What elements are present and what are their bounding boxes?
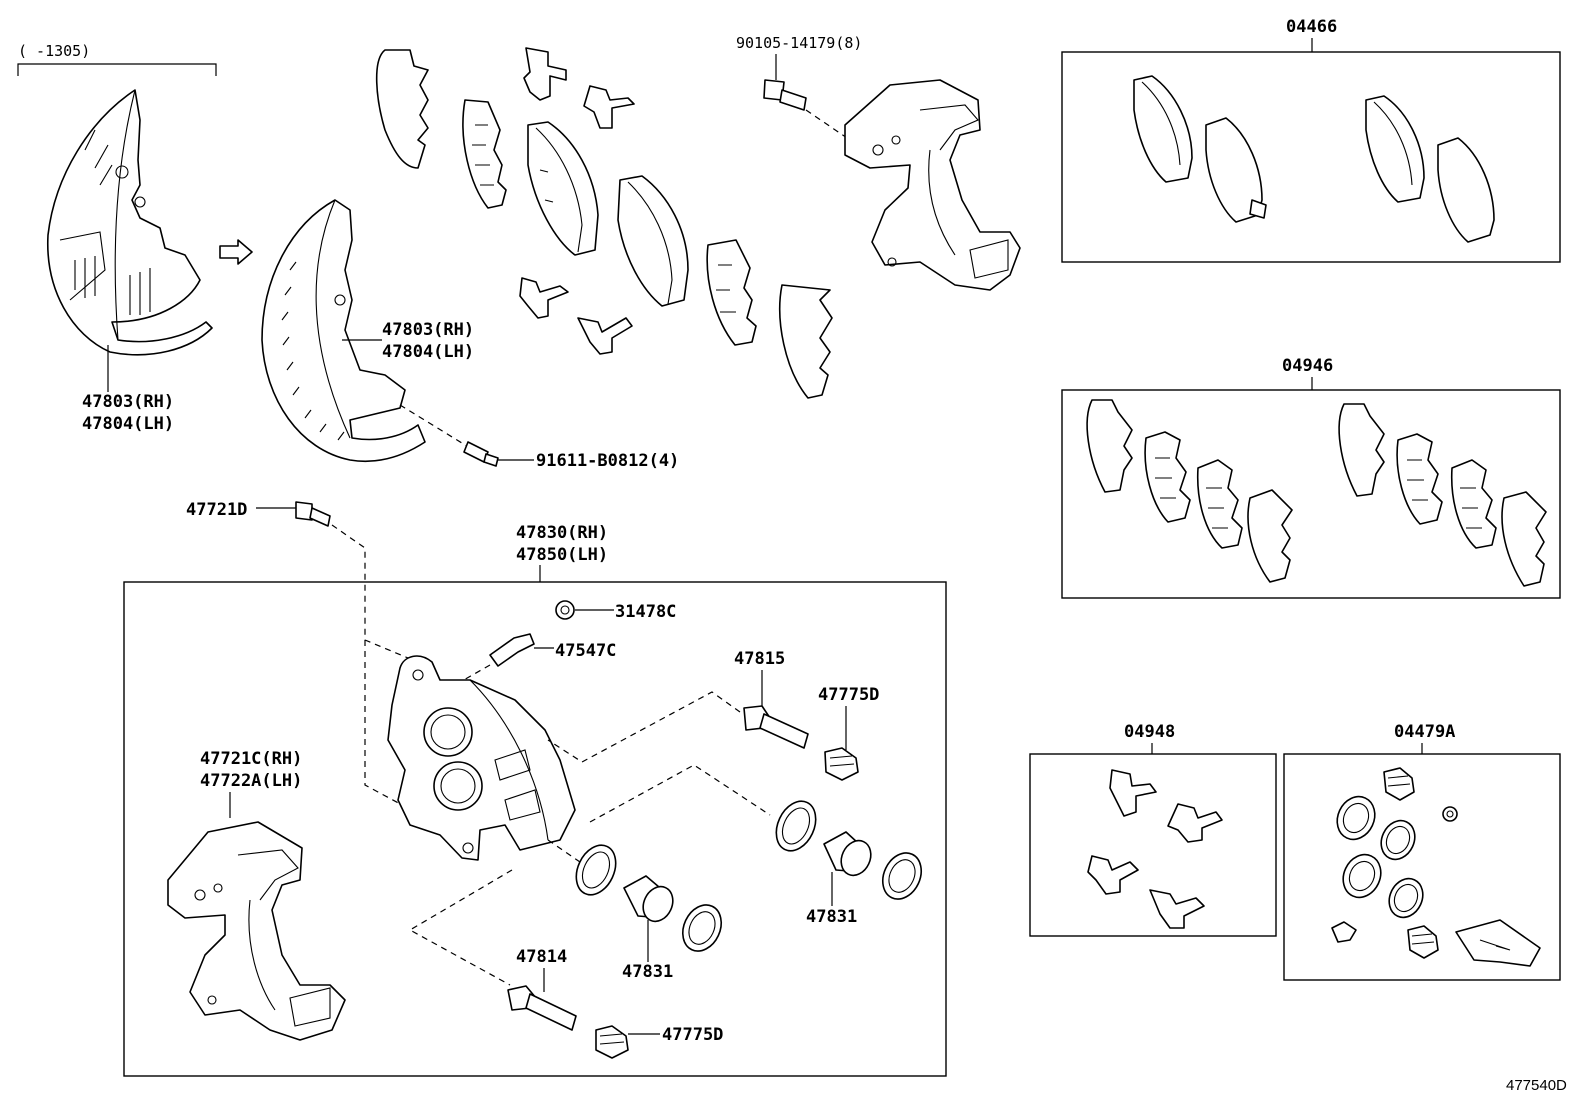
slide-pin-upper[interactable]: [743, 705, 809, 749]
bleeder-cap[interactable]: [555, 600, 575, 620]
caliper-assembly-box: [123, 581, 947, 1077]
cylinder-kit-seal-3[interactable]: [1336, 848, 1387, 903]
fitting-kit-clip-1[interactable]: [1109, 769, 1157, 817]
label-piston-upper: 47831: [806, 907, 857, 927]
shim-kit-shim-6[interactable]: [1396, 433, 1443, 525]
label-shield-bolt: 91611-B0812(4): [536, 451, 679, 471]
shield-bolt[interactable]: [463, 441, 499, 467]
label-mount-bolt: 90105-14179(8): [736, 34, 862, 52]
label-fitting-kit: 04948: [1124, 722, 1175, 742]
caliper-mounting-top[interactable]: [844, 79, 1021, 291]
dust-shield-new[interactable]: [261, 199, 426, 463]
anti-squeal-shim-outer-2[interactable]: [779, 284, 833, 399]
shim-kit-shim-2[interactable]: [1144, 431, 1191, 523]
shim-kit-shim-5[interactable]: [1338, 403, 1385, 497]
piston-boot-upper[interactable]: [876, 847, 929, 906]
date-range-label: ( -1305): [18, 42, 90, 60]
diagram-code: 477540D: [1506, 1077, 1567, 1094]
pad-support-plate-1[interactable]: [523, 47, 567, 101]
cylinder-kit-boot-2[interactable]: [1407, 925, 1439, 959]
brake-pad-outer[interactable]: [527, 121, 599, 256]
shim-kit-shim-4[interactable]: [1247, 489, 1293, 583]
piston-lower[interactable]: [623, 875, 678, 926]
date-range-bracket: [17, 63, 217, 76]
dust-shield-old[interactable]: [47, 89, 213, 356]
piston-upper[interactable]: [823, 831, 876, 880]
label-shield-new-lh: 47804(LH): [382, 342, 474, 362]
cylinder-kit-seal-4[interactable]: [1383, 873, 1429, 923]
cylinder-kit-grease-packet[interactable]: [1455, 919, 1541, 967]
label-slide-pin-upper: 47815: [734, 649, 785, 669]
label-piston-lower: 47831: [622, 962, 673, 982]
label-cylinder-kit: 04479A: [1394, 722, 1455, 742]
label-bleeder-cap: 31478C: [615, 602, 676, 622]
label-slide-pin-lower: 47814: [516, 947, 567, 967]
label-caliper-assy-rh: 47830(RH): [516, 523, 608, 543]
piston-boot-lower[interactable]: [676, 899, 729, 958]
label-bleeder-plug: 47547C: [555, 641, 616, 661]
label-boot-lower: 47775D: [662, 1025, 723, 1045]
boot-lower[interactable]: [595, 1025, 629, 1059]
mount-bolt[interactable]: [763, 79, 807, 111]
cylinder-kit-seal-1[interactable]: [1330, 790, 1381, 845]
pad-kit-box: [1061, 51, 1561, 263]
pad-kit-pad-2[interactable]: [1205, 117, 1267, 223]
brake-pad-inner[interactable]: [617, 175, 689, 307]
pad-kit-pad-3[interactable]: [1365, 95, 1425, 203]
label-shield-new-rh: 47803(RH): [382, 320, 474, 340]
cylinder-kit-box: [1283, 753, 1561, 981]
anti-squeal-shim-inner-2[interactable]: [706, 239, 757, 346]
slide-pin-lower[interactable]: [507, 985, 577, 1031]
pad-support-plate-3[interactable]: [519, 277, 569, 319]
piston-seal-lower[interactable]: [569, 839, 624, 901]
label-shield-old-rh: 47803(RH): [82, 392, 174, 412]
pad-support-plate-2[interactable]: [583, 85, 635, 129]
shim-kit-shim-7[interactable]: [1450, 459, 1497, 549]
label-shim-kit: 04946: [1282, 356, 1333, 376]
shim-kit-box: [1061, 389, 1561, 599]
pad-support-plate-4[interactable]: [577, 317, 633, 355]
label-bleeder-plug-cap: 47721D: [186, 500, 247, 520]
label-caliper-assy-lh: 47850(LH): [516, 545, 608, 565]
shim-kit-shim-3[interactable]: [1196, 459, 1243, 549]
bleeder-plug-cap[interactable]: [295, 501, 331, 527]
fitting-kit-clip-2[interactable]: [1167, 803, 1223, 843]
shim-kit-shim-1[interactable]: [1086, 399, 1133, 493]
cylinder-kit-cap[interactable]: [1442, 806, 1458, 822]
fitting-kit-clip-3[interactable]: [1087, 855, 1139, 895]
caliper-mounting-lower[interactable]: [167, 821, 346, 1041]
anti-squeal-shim-outer-1[interactable]: [375, 49, 429, 169]
label-shield-old-lh: 47804(LH): [82, 414, 174, 434]
cylinder-kit-clip[interactable]: [1331, 921, 1357, 943]
fitting-kit-box: [1029, 753, 1277, 937]
cylinder-kit-seal-2[interactable]: [1375, 815, 1421, 865]
label-boot-upper: 47775D: [818, 685, 879, 705]
piston-seal-upper[interactable]: [769, 795, 824, 857]
arrow-icon: [219, 239, 253, 265]
shim-kit-shim-8[interactable]: [1501, 491, 1547, 587]
boot-upper[interactable]: [824, 747, 859, 781]
caliper-body[interactable]: [387, 655, 576, 861]
bleeder-plug[interactable]: [489, 633, 535, 667]
cylinder-kit-boot-1[interactable]: [1383, 767, 1415, 801]
pad-kit-pad-1[interactable]: [1133, 75, 1193, 183]
label-pad-kit: 04466: [1286, 17, 1337, 37]
fitting-kit-clip-4[interactable]: [1149, 889, 1205, 929]
anti-squeal-shim-inner-1[interactable]: [462, 99, 507, 209]
label-mounting-rh: 47721C(RH): [200, 749, 302, 769]
pad-kit-pad-4[interactable]: [1437, 137, 1495, 243]
label-mounting-lh: 47722A(LH): [200, 771, 302, 791]
